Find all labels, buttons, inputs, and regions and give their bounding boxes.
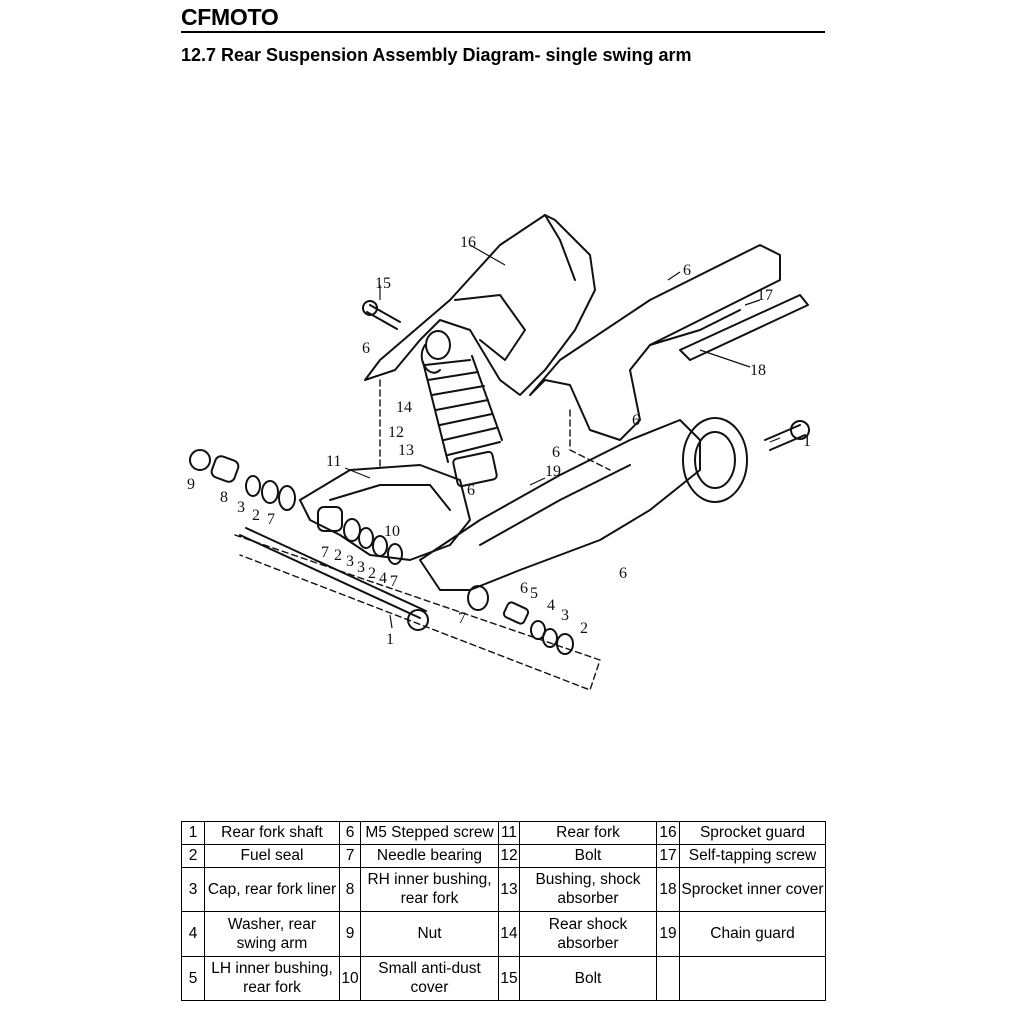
legend-part-number: 2 — [181, 843, 205, 868]
legend-part-number: 1 — [181, 821, 205, 845]
callout-14: 14 — [396, 399, 412, 416]
callout-1a: 1 — [803, 433, 811, 450]
callout-7a: 7 — [267, 511, 275, 528]
callout-6d: 6 — [632, 412, 640, 429]
legend-part-number: 6 — [339, 821, 361, 845]
callout-2a: 2 — [252, 507, 260, 524]
callout-3c: 3 — [357, 559, 365, 576]
callout-9: 9 — [187, 476, 195, 493]
legend-part-number — [656, 955, 680, 1001]
callout-6c: 6 — [552, 444, 560, 461]
legend-part-name: Bolt — [519, 955, 657, 1001]
axle-ring — [682, 417, 748, 503]
legend-part-number: 3 — [181, 866, 205, 913]
callout-3b: 3 — [346, 553, 354, 570]
callout-6g: 6 — [520, 580, 528, 597]
legend-part-number: 4 — [181, 911, 205, 957]
callout-12: 12 — [388, 424, 404, 441]
legend-part-name: RH inner bushing, rear fork — [360, 866, 499, 913]
callout-18: 18 — [750, 362, 766, 379]
legend-part-name: Chain guard — [679, 911, 826, 957]
legend-part-name: Rear shock absorber — [519, 911, 657, 957]
legend-part-name: Washer, rear swing arm — [204, 911, 340, 957]
callout-4b: 4 — [547, 597, 555, 614]
shock-absorber-shape — [420, 330, 503, 488]
sprocket-guard-shape — [364, 214, 596, 396]
callout-2d: 2 — [580, 620, 588, 637]
callout-5: 5 — [530, 585, 538, 602]
legend-part-number: 11 — [498, 821, 520, 845]
section-title: 12.7 Rear Suspension Assembly Diagram- s… — [181, 45, 692, 65]
legend-part-name: Needle bearing — [360, 843, 499, 868]
legend-part-name: Sprocket inner cover — [679, 866, 826, 913]
fork-shaft-shape — [239, 527, 427, 619]
legend-part-number: 15 — [498, 955, 520, 1001]
callout-10: 10 — [384, 523, 400, 540]
callout-7c: 7 — [390, 573, 398, 590]
legend-part-number: 14 — [498, 911, 520, 957]
callout-17: 17 — [757, 287, 773, 304]
legend-part-name: Cap, rear fork liner — [204, 866, 340, 913]
callout-4a: 4 — [379, 570, 387, 587]
legend-part-number: 17 — [656, 843, 680, 868]
legend-part-number: 19 — [656, 911, 680, 957]
callout-6b: 6 — [362, 340, 370, 357]
legend-part-number: 16 — [656, 821, 680, 845]
callout-7d: 7 — [458, 610, 466, 627]
legend-part-number: 9 — [339, 911, 361, 957]
legend-part-number: 7 — [339, 843, 361, 868]
legend-part-name — [679, 955, 826, 1001]
legend-part-name: Self-tapping screw — [679, 843, 826, 868]
legend-part-name: Bolt — [519, 843, 657, 868]
legend-part-name: Rear fork — [519, 821, 657, 845]
chain-guard-shape — [419, 419, 701, 591]
legend-part-name: Small anti-dust cover — [360, 955, 499, 1001]
rear-suspension-diagram: 16 15 6 6 17 18 14 12 13 6 6 1 11 19 6 9… — [187, 214, 811, 691]
legend-part-name: Bushing, shock absorber — [519, 866, 657, 913]
callout-2c: 2 — [368, 565, 376, 582]
legend-part-name: Sprocket guard — [679, 821, 826, 845]
callout-1b: 1 — [386, 631, 394, 648]
callout-19: 19 — [545, 463, 561, 480]
legend-part-name: Nut — [360, 911, 499, 957]
legend-part-number: 10 — [339, 955, 361, 1001]
callout-11: 11 — [326, 453, 341, 470]
callout-7b: 7 — [321, 544, 329, 561]
legend-part-number: 8 — [339, 866, 361, 913]
legend-part-number: 5 — [181, 955, 205, 1001]
legend-part-name: M5 Stepped screw — [360, 821, 499, 845]
legend-part-name: LH inner bushing, rear fork — [204, 955, 340, 1001]
callout-6a: 6 — [683, 262, 691, 279]
brand-title: CFMOTO — [181, 4, 279, 30]
legend-part-number: 12 — [498, 843, 520, 868]
legend-part-name: Rear fork shaft — [204, 821, 340, 845]
legend-part-number: 13 — [498, 866, 520, 913]
callout-13: 13 — [398, 442, 414, 459]
legend-part-name: Fuel seal — [204, 843, 340, 868]
callout-3d: 3 — [561, 607, 569, 624]
legend-part-number: 18 — [656, 866, 680, 913]
callout-2b: 2 — [334, 547, 342, 564]
callout-6f: 6 — [619, 565, 627, 582]
callout-8: 8 — [220, 489, 228, 506]
callout-6e: 6 — [467, 482, 475, 499]
callout-3a: 3 — [237, 499, 245, 516]
header-rule — [181, 31, 825, 33]
callout-15: 15 — [375, 275, 391, 292]
callout-labels: 16 15 6 6 17 18 14 12 13 6 6 1 11 19 6 9… — [187, 234, 811, 648]
callout-16: 16 — [460, 234, 476, 251]
